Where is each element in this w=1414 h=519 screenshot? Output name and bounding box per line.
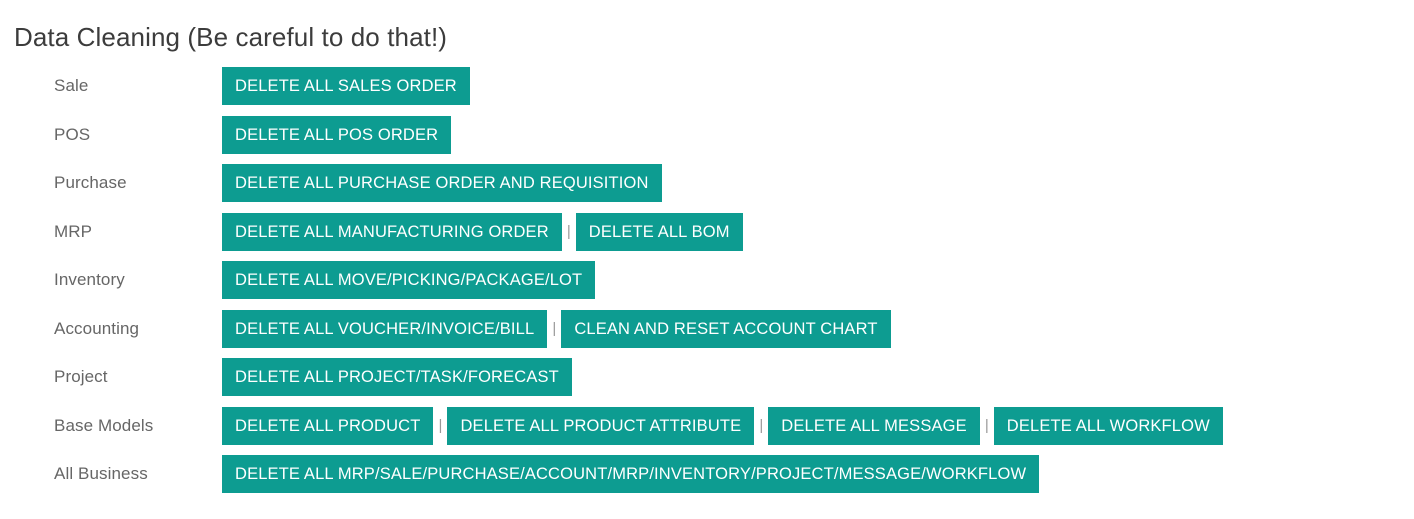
button-separator: |	[438, 416, 443, 434]
row-actions: DELETE ALL PROJECT/TASK/FORECAST	[222, 358, 572, 397]
row-label-purchase: Purchase	[54, 173, 127, 193]
row-actions: DELETE ALL VOUCHER/INVOICE/BILL|CLEAN AN…	[222, 309, 891, 348]
row-actions: DELETE ALL MANUFACTURING ORDER|DELETE AL…	[222, 212, 743, 251]
row-actions: DELETE ALL MOVE/PICKING/PACKAGE/LOT	[222, 261, 596, 300]
delete-all-product-attribute-button[interactable]: DELETE ALL PRODUCT ATTRIBUTE	[447, 406, 755, 445]
data-cleaning-row: POS DELETE ALL POS ORDER	[0, 111, 1414, 160]
row-label-mrp: MRP	[54, 221, 93, 241]
data-cleaning-row: Project DELETE ALL PROJECT/TASK/FORECAST	[0, 353, 1414, 402]
clean-and-reset-account-chart-button[interactable]: CLEAN AND RESET ACCOUNT CHART	[561, 309, 891, 348]
row-actions: DELETE ALL MRP/SALE/PURCHASE/ACCOUNT/MRP…	[222, 455, 1040, 494]
delete-all-workflow-button[interactable]: DELETE ALL WORKFLOW	[993, 406, 1223, 445]
data-cleaning-row: All Business DELETE ALL MRP/SALE/PURCHASE…	[0, 450, 1414, 499]
data-cleaning-row: Accounting DELETE ALL VOUCHER/INVOICE/BIL…	[0, 305, 1414, 354]
row-label-pos: POS	[54, 124, 91, 144]
delete-all-voucher-invoice-bill-button[interactable]: DELETE ALL VOUCHER/INVOICE/BILL	[222, 309, 548, 348]
page-title: Data Cleaning (Be careful to do that!)	[14, 22, 448, 52]
delete-all-pos-order-button[interactable]: DELETE ALL POS ORDER	[222, 115, 452, 154]
data-cleaning-row: MRP DELETE ALL MANUFACTURING ORDER|DELETE…	[0, 208, 1414, 257]
delete-all-purchase-order-and-requisition-button[interactable]: DELETE ALL PURCHASE ORDER AND REQUISITIO…	[222, 164, 662, 203]
button-separator: |	[552, 319, 557, 337]
row-label-sale: Sale	[54, 76, 89, 96]
row-label-inventory: Inventory	[54, 270, 125, 290]
row-label-base-models: Base Models	[54, 415, 154, 435]
data-cleaning-row-list: Sale DELETE ALL SALES ORDER POS DELETE ALL …	[0, 62, 1414, 499]
row-actions: DELETE ALL PURCHASE ORDER AND REQUISITIO…	[222, 164, 662, 203]
button-separator: |	[566, 222, 571, 240]
row-label-all-business: All Business	[54, 464, 148, 484]
delete-all-bom-button[interactable]: DELETE ALL BOM	[575, 212, 743, 251]
data-cleaning-row: Purchase DELETE ALL PURCHASE ORDER AND RE…	[0, 159, 1414, 208]
delete-all-message-button[interactable]: DELETE ALL MESSAGE	[768, 406, 980, 445]
row-label-accounting: Accounting	[54, 318, 140, 338]
delete-all-move-picking-package-lot-button[interactable]: DELETE ALL MOVE/PICKING/PACKAGE/LOT	[222, 261, 596, 300]
button-separator: |	[759, 416, 764, 434]
data-cleaning-row: Inventory DELETE ALL MOVE/PICKING/PACKAGE…	[0, 256, 1414, 305]
row-actions: DELETE ALL SALES ORDER	[222, 67, 470, 106]
delete-all-project-task-forecast-button[interactable]: DELETE ALL PROJECT/TASK/FORECAST	[222, 358, 572, 397]
row-label-project: Project	[54, 367, 108, 387]
row-actions: DELETE ALL POS ORDER	[222, 115, 452, 154]
delete-all-business-button[interactable]: DELETE ALL MRP/SALE/PURCHASE/ACCOUNT/MRP…	[222, 455, 1040, 494]
button-separator: |	[984, 416, 989, 434]
row-actions: DELETE ALL PRODUCT|DELETE ALL PRODUCT AT…	[222, 406, 1223, 445]
delete-all-manufacturing-order-button[interactable]: DELETE ALL MANUFACTURING ORDER	[222, 212, 562, 251]
delete-all-sales-order-button[interactable]: DELETE ALL SALES ORDER	[222, 67, 470, 106]
data-cleaning-row: Sale DELETE ALL SALES ORDER	[0, 62, 1414, 111]
delete-all-product-button[interactable]: DELETE ALL PRODUCT	[222, 406, 434, 445]
